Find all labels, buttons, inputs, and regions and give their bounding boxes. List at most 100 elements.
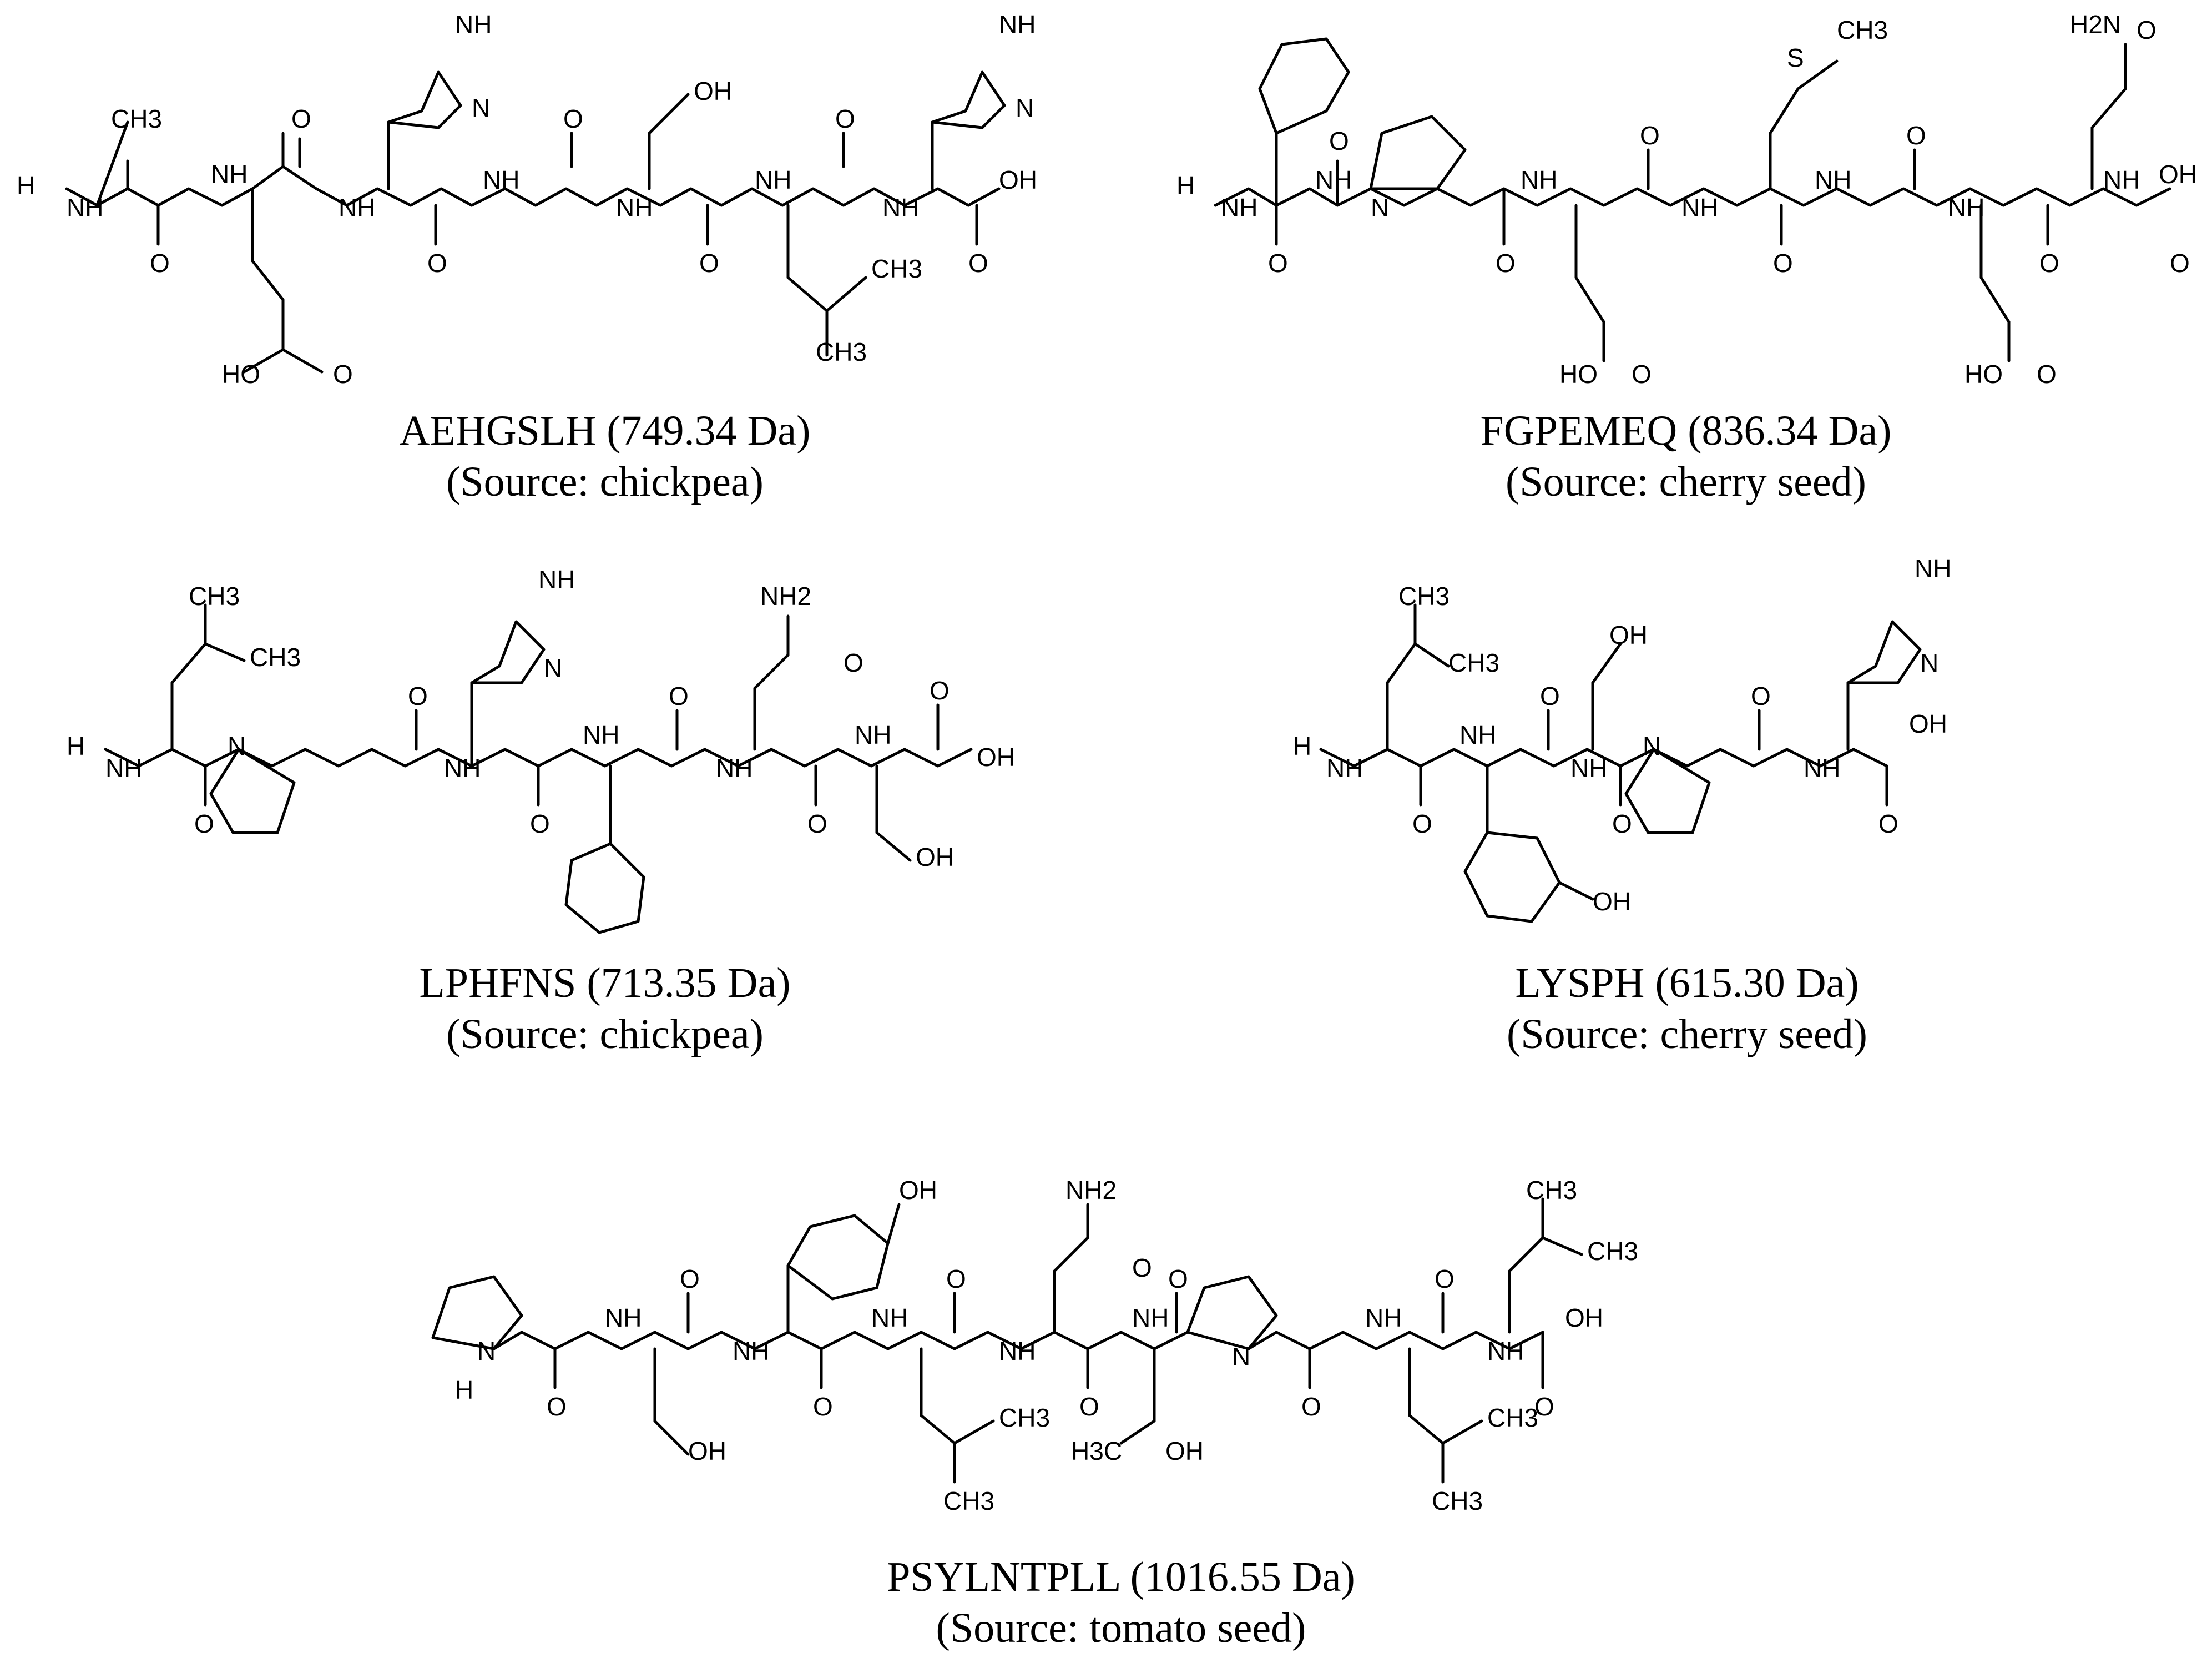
atom-nh: NH bbox=[1459, 720, 1496, 749]
atom-nh: NH bbox=[1487, 1337, 1524, 1365]
atom-nh: NH bbox=[455, 10, 492, 39]
atom-h3c: H3C bbox=[1071, 1437, 1122, 1465]
caption-lphfns: LPHFNS (713.35 Da) (Source: chickpea) bbox=[55, 957, 1154, 1060]
atom-nh: NH bbox=[605, 1303, 642, 1332]
atom-o: O bbox=[1079, 1392, 1099, 1421]
atom-o: O bbox=[291, 104, 311, 133]
atom-ch3: CH3 bbox=[111, 104, 162, 133]
atom-n: N bbox=[472, 93, 490, 122]
caption-psylntpll: PSYLNTPLL (1016.55 Da) (Source: tomato s… bbox=[411, 1551, 1831, 1654]
atom-oh: OH bbox=[1909, 709, 1947, 738]
atom-o: O bbox=[946, 1264, 966, 1293]
atom-o: O bbox=[333, 360, 353, 389]
atom-ch3: CH3 bbox=[250, 643, 301, 672]
atom-nh: NH bbox=[339, 193, 375, 222]
peptide-source: (Source: cherry seed) bbox=[1507, 1011, 1867, 1057]
atom-o: O bbox=[1751, 682, 1771, 710]
atom-nh: NH bbox=[755, 165, 791, 194]
atom-nh: NH bbox=[1365, 1303, 1402, 1332]
atom-o: O bbox=[1878, 809, 1898, 838]
atom-h2n: H2N bbox=[2070, 10, 2121, 39]
caption-fgpemeq: FGPEMEQ (836.34 Da) (Source: cherry seed… bbox=[1160, 405, 2212, 507]
atom-o: O bbox=[2039, 249, 2059, 278]
atom-nh: NH bbox=[583, 720, 619, 749]
atom-n: N bbox=[1232, 1342, 1250, 1371]
atom-oh: OH bbox=[1165, 1437, 1204, 1465]
atom-nh: NH bbox=[871, 1303, 908, 1332]
peptide-mass: (615.30 Da) bbox=[1655, 960, 1859, 1006]
atom-o: O bbox=[1329, 127, 1349, 155]
peptide-mass: (749.34 Da) bbox=[607, 407, 811, 454]
atom-o: O bbox=[150, 249, 170, 278]
atom-o: O bbox=[1773, 249, 1793, 278]
atom-ho: HO bbox=[222, 360, 260, 389]
structure-fgpemeq: H NH O NH O N O NH O HO O NH O S CH3 NH … bbox=[1176, 10, 2197, 389]
structure-psylntpll: N H O NH O OH NH OH O NH O CH3 CH3 NH NH… bbox=[431, 1176, 1638, 1515]
atom-nh: NH bbox=[616, 193, 653, 222]
atom-o: O bbox=[813, 1392, 833, 1421]
atom-ch3: CH3 bbox=[1448, 648, 1499, 677]
atom-ch3: CH3 bbox=[871, 254, 922, 283]
atom-s: S bbox=[1787, 43, 1804, 72]
caption-lysph: LYSPH (615.30 Da) (Source: cherry seed) bbox=[1282, 957, 2092, 1060]
atom-o: O bbox=[1435, 1264, 1455, 1293]
atom-ch3: CH3 bbox=[999, 1403, 1050, 1432]
atom-o: O bbox=[563, 104, 583, 133]
atom-o: O bbox=[680, 1264, 700, 1293]
atom-h: H bbox=[1176, 171, 1195, 200]
atom-nh2: NH2 bbox=[760, 582, 811, 611]
atom-o: O bbox=[2170, 249, 2190, 278]
atom-n: N bbox=[477, 1337, 496, 1365]
atom-nh: NH bbox=[538, 565, 575, 594]
peptide-name-line: LPHFNS (713.35 Da) bbox=[55, 957, 1154, 1009]
atom-nh: NH bbox=[1315, 165, 1352, 194]
atom-nh: NH bbox=[67, 193, 103, 222]
structure-lphfns: H NH CH3 CH3 O N O NH NH N O NH O NH2 O … bbox=[67, 565, 1015, 934]
atom-o: O bbox=[2037, 360, 2057, 389]
peptide-panel-aehgslh: H NH CH3 O NH O HO O NH NH N O NH O NH O… bbox=[0, 0, 1106, 511]
atom-ho: HO bbox=[1559, 360, 1598, 389]
peptide-panel-lphfns: H NH CH3 CH3 O N O NH NH N O NH O NH2 O … bbox=[55, 544, 1110, 1066]
atom-h: H bbox=[1293, 732, 1311, 760]
atom-ho: HO bbox=[1964, 360, 2003, 389]
atom-nh: NH bbox=[733, 1337, 769, 1365]
atom-nh: NH bbox=[882, 193, 919, 222]
peptide-name-line: LYSPH (615.30 Da) bbox=[1282, 957, 2092, 1009]
atom-n: N bbox=[1920, 648, 1938, 677]
atom-o: O bbox=[1412, 809, 1432, 838]
atom-oh: OH bbox=[694, 77, 732, 105]
atom-oh: OH bbox=[1609, 621, 1648, 649]
atom-h: H bbox=[455, 1375, 473, 1404]
atom-o: O bbox=[930, 676, 950, 705]
peptide-name-line: PSYLNTPLL (1016.55 Da) bbox=[411, 1551, 1831, 1602]
atom-nh: NH bbox=[444, 754, 481, 783]
atom-nh: NH bbox=[105, 754, 142, 783]
atom-o: O bbox=[1906, 121, 1926, 150]
peptide-name: LYSPH bbox=[1515, 960, 1645, 1006]
atom-o: O bbox=[844, 648, 863, 677]
peptide-name: LPHFNS bbox=[419, 960, 577, 1006]
atom-oh: OH bbox=[999, 165, 1037, 194]
atom-ch3: CH3 bbox=[189, 582, 240, 611]
atom-ch3: CH3 bbox=[1398, 582, 1450, 611]
atom-o: O bbox=[1612, 809, 1632, 838]
peptide-name-line: FGPEMEQ (836.34 Da) bbox=[1160, 405, 2212, 456]
atom-nh: NH bbox=[1326, 754, 1363, 783]
atom-nh: NH bbox=[211, 160, 248, 189]
peptide-panel-fgpemeq: H NH O NH O N O NH O HO O NH O S CH3 NH … bbox=[1160, 0, 2212, 511]
atom-n: N bbox=[1643, 732, 1661, 760]
peptide-name-line: AEHGSLH (749.34 Da) bbox=[0, 405, 1210, 456]
atom-h: H bbox=[17, 171, 35, 200]
atom-oh: OH bbox=[688, 1437, 726, 1465]
atom-o: O bbox=[1640, 121, 1660, 150]
structure-lysph: H NH CH3 CH3 O NH O OH OH NH O N O NH NH… bbox=[1293, 554, 1951, 923]
structure-aehgslh: H NH CH3 O NH O HO O NH NH N O NH O NH O… bbox=[17, 10, 1037, 389]
peptide-source: (Source: chickpea) bbox=[446, 1011, 764, 1057]
atom-n: N bbox=[228, 732, 246, 760]
atom-ch3: CH3 bbox=[1526, 1176, 1577, 1205]
atom-o: O bbox=[669, 682, 689, 710]
atom-ch3: CH3 bbox=[1487, 1403, 1538, 1432]
atom-o: O bbox=[1168, 1264, 1188, 1293]
atom-nh: NH bbox=[1915, 554, 1951, 583]
atom-ch3: CH3 bbox=[1587, 1237, 1638, 1266]
